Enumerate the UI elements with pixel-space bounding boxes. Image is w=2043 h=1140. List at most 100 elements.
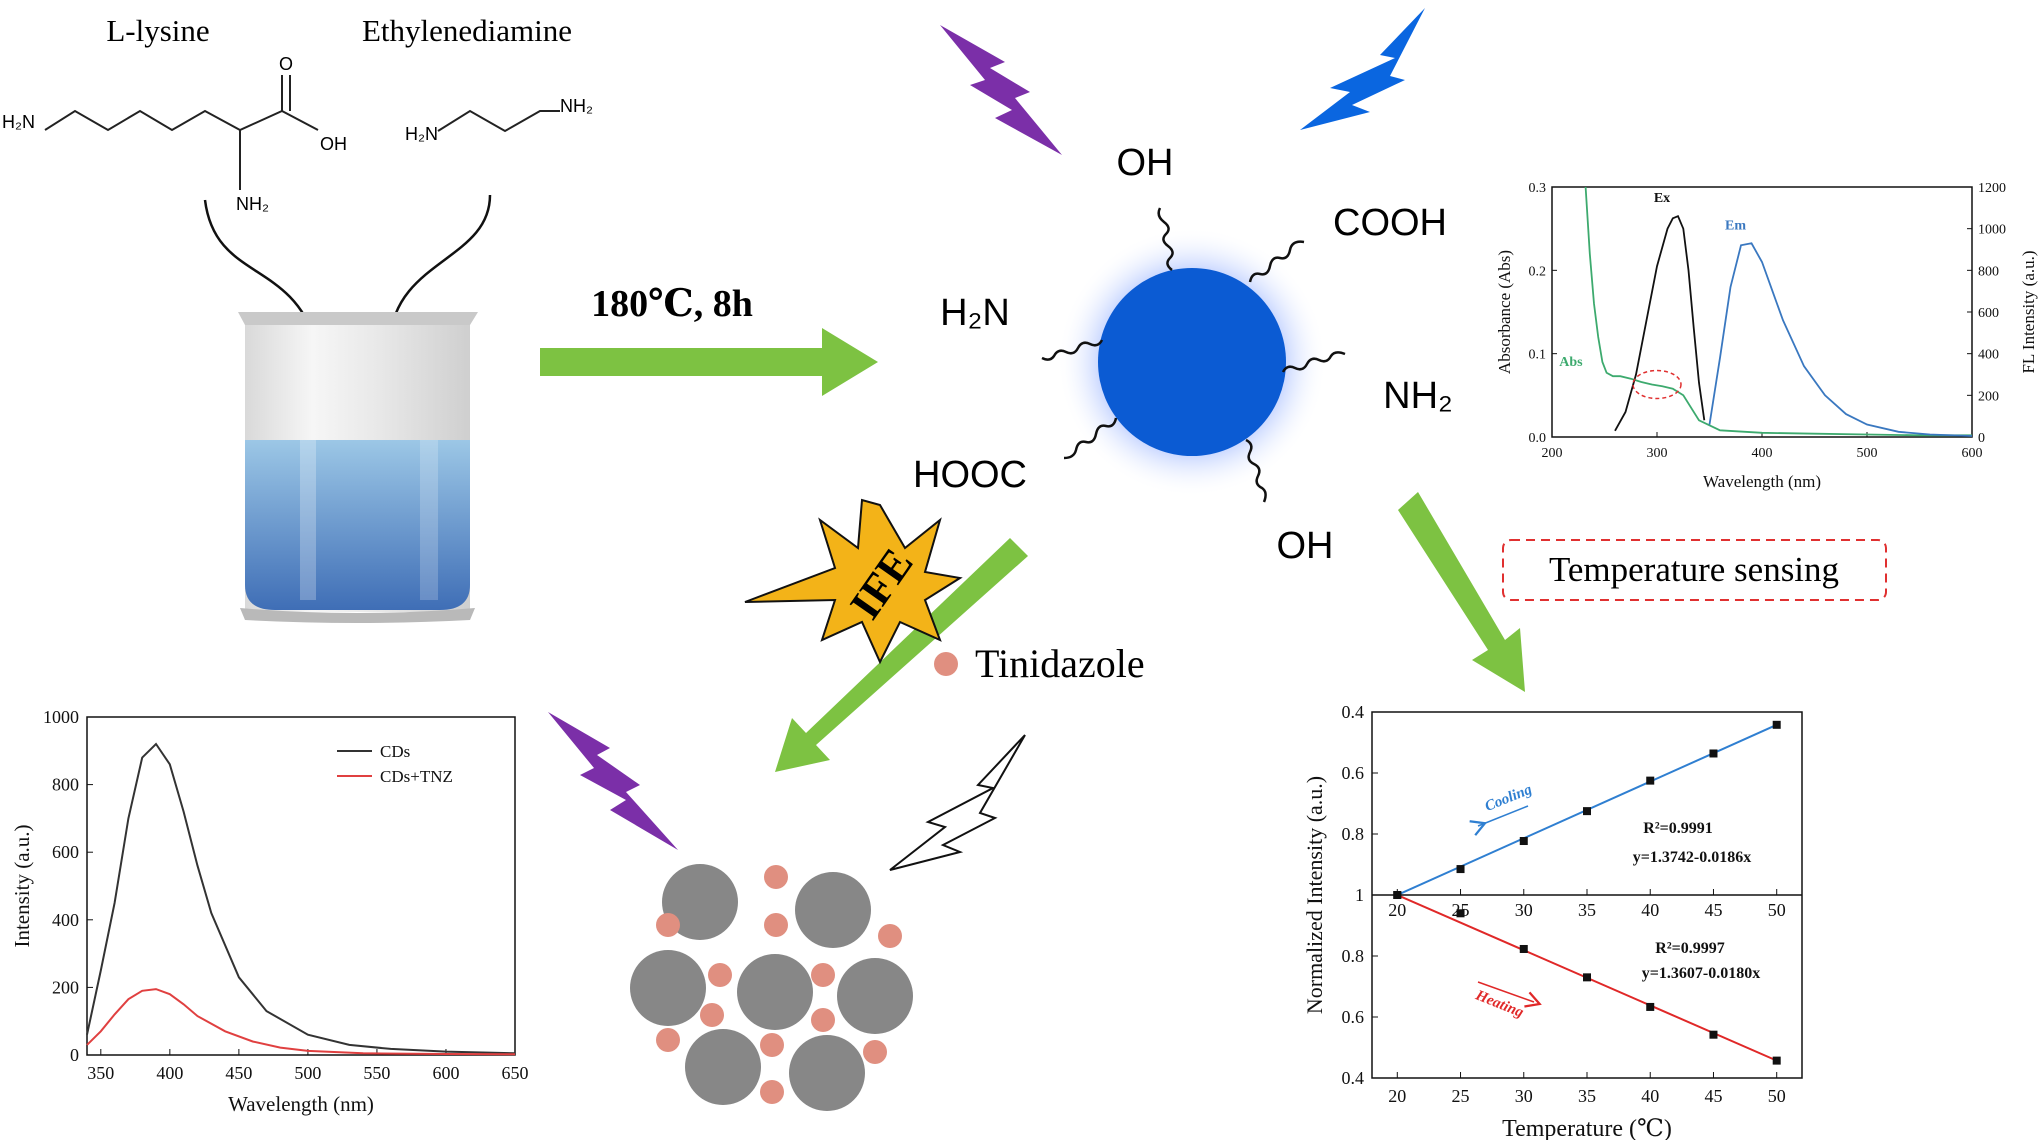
x-tick-label: 450 bbox=[225, 1063, 252, 1083]
x-tick-label-mid: 30 bbox=[1515, 900, 1533, 920]
y2-tick-label: 200 bbox=[1978, 389, 1999, 404]
y-tick-label: 800 bbox=[52, 775, 79, 795]
y-tick-label-bottom: 0.8 bbox=[1342, 946, 1365, 966]
purple-bolt-top bbox=[940, 25, 1062, 155]
legend-label: CDs bbox=[380, 742, 410, 761]
y-tick-label-bottom: 0.6 bbox=[1342, 1007, 1365, 1027]
cooling-label: Cooling bbox=[1483, 781, 1535, 814]
quench-arrow bbox=[775, 538, 1028, 772]
lysine-nh2: NH₂ bbox=[236, 194, 269, 214]
eda-nh2: NH₂ bbox=[560, 96, 593, 116]
lysine-structure bbox=[44, 75, 319, 190]
ethylenediamine-structure bbox=[437, 109, 560, 133]
pink-particle bbox=[760, 1033, 784, 1057]
lysine-h2n: H₂N bbox=[2, 112, 35, 132]
y-tick-label-bottom: 0.4 bbox=[1342, 1068, 1365, 1088]
group-nh2: NH₂ bbox=[1383, 375, 1453, 417]
series-abs-label: Abs bbox=[1559, 355, 1583, 370]
heating-point bbox=[1456, 909, 1465, 918]
series-line-1 bbox=[86, 742, 516, 1055]
ethylenediamine-label: Ethylenediamine bbox=[362, 13, 572, 48]
blue-bolt-top bbox=[1300, 8, 1425, 130]
cooling-direction-arrow bbox=[1478, 805, 1529, 826]
series-em-label: Em bbox=[1725, 218, 1746, 233]
cooling-point bbox=[1646, 776, 1655, 785]
gray-particle bbox=[789, 1035, 865, 1111]
y2-tick-label: 0 bbox=[1978, 431, 1985, 446]
beaker bbox=[238, 312, 478, 623]
y-axis-label: Absorbance (Abs) bbox=[1495, 250, 1514, 374]
gray-particle bbox=[837, 958, 913, 1034]
lysine-oh: OH bbox=[320, 134, 347, 154]
y-tick-label-top: 0.8 bbox=[1342, 824, 1365, 844]
y-tick-label: 0 bbox=[70, 1045, 79, 1065]
cooling-point bbox=[1519, 837, 1528, 846]
x-tick-label-mid: 35 bbox=[1578, 900, 1596, 920]
overlap-highlight bbox=[1632, 369, 1682, 400]
y2-tick-label: 1200 bbox=[1978, 181, 2006, 196]
group-h2n: H₂N bbox=[940, 292, 1010, 334]
synthesis-condition: 180℃, 8h bbox=[591, 283, 753, 325]
y-tick-label-bottom: 1 bbox=[1355, 885, 1364, 905]
y2-tick-label: 800 bbox=[1978, 264, 1999, 279]
y2-tick-label: 1000 bbox=[1978, 223, 2006, 238]
gray-particle bbox=[795, 872, 871, 948]
x-tick-label: 300 bbox=[1647, 446, 1668, 461]
temperature-chart: 20202525303035354040454550500.40.60.80.4… bbox=[1302, 702, 1803, 1140]
x-tick-label: 600 bbox=[1962, 446, 1983, 461]
sensing-arrow bbox=[1398, 492, 1525, 692]
x-tick-label-mid: 45 bbox=[1704, 900, 1722, 920]
carbon-dot bbox=[1098, 268, 1286, 456]
heating-point bbox=[1709, 1030, 1718, 1039]
legend-label: CDs+TNZ bbox=[380, 767, 453, 786]
white-bolt-bottom bbox=[889, 734, 1026, 871]
heating-r2: R²=0.9997 bbox=[1655, 940, 1724, 957]
series-ex-line bbox=[1614, 215, 1706, 432]
x-tick-label: 25 bbox=[1452, 1086, 1470, 1106]
y-tick-label: 200 bbox=[52, 977, 79, 997]
pink-particle bbox=[764, 865, 788, 889]
gray-particle bbox=[685, 1029, 761, 1105]
pink-particle bbox=[708, 963, 732, 987]
x-tick-label: 500 bbox=[294, 1063, 321, 1083]
sensing-label: Temperature sensing bbox=[1549, 550, 1839, 589]
heating-point bbox=[1583, 973, 1591, 982]
pink-particle bbox=[764, 913, 788, 937]
x-axis-label: Temperature (℃) bbox=[1502, 1116, 1672, 1140]
heating-label: Heating bbox=[1472, 987, 1526, 1021]
x-tick-label: 400 bbox=[156, 1063, 183, 1083]
eda-h2n: H₂N bbox=[405, 124, 438, 144]
x-tick-label-mid: 20 bbox=[1388, 900, 1406, 920]
series-line-2 bbox=[86, 988, 516, 1056]
heating-point bbox=[1646, 1002, 1655, 1011]
ife-star bbox=[744, 498, 963, 665]
series-em-line bbox=[1708, 242, 1973, 437]
pink-particle bbox=[760, 1080, 784, 1104]
cooling-r2: R²=0.9991 bbox=[1643, 820, 1712, 837]
x-tick-label: 500 bbox=[1857, 446, 1878, 461]
x-tick-label: 50 bbox=[1768, 1086, 1786, 1106]
pink-particle bbox=[700, 1003, 724, 1027]
x-axis-label: Wavelength (nm) bbox=[228, 1092, 374, 1116]
pink-particle bbox=[656, 913, 680, 937]
y-tick-label: 400 bbox=[52, 910, 79, 930]
heating-point bbox=[1519, 944, 1528, 953]
heating-point bbox=[1772, 1056, 1781, 1065]
cooling-point bbox=[1456, 865, 1465, 874]
y2-axis-label: FL Intensity (a.u.) bbox=[2019, 250, 2038, 373]
y-axis-label: Normalized Intensity (a.u.) bbox=[1302, 776, 1327, 1014]
y2-tick-label: 400 bbox=[1978, 348, 1999, 363]
pink-particle bbox=[656, 1028, 680, 1052]
group-oh-bottom: OH bbox=[1277, 525, 1334, 567]
x-tick-label: 650 bbox=[502, 1063, 529, 1083]
purple-bolt-bottom bbox=[548, 712, 678, 850]
group-oh-top: OH bbox=[1117, 142, 1174, 184]
x-tick-label: 200 bbox=[1542, 446, 1563, 461]
heating-point bbox=[1393, 891, 1402, 899]
x-tick-label-mid: 50 bbox=[1768, 900, 1786, 920]
x-tick-label: 600 bbox=[432, 1063, 459, 1083]
y-tick-label: 0.1 bbox=[1529, 348, 1547, 363]
